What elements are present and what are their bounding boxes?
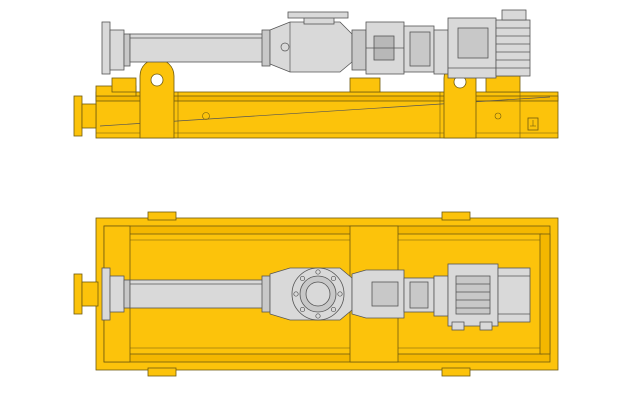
top-lifting-lug [441, 367, 471, 377]
top-lifting-lug [441, 211, 471, 221]
top-pump-assembly [101, 263, 531, 331]
bolt-hole [202, 112, 210, 120]
discharge-flange-round [291, 267, 345, 321]
side-lifting-lug-left [139, 58, 175, 139]
grounding-lug-icon [527, 117, 539, 131]
side-motor-support [485, 75, 521, 93]
side-pump-support [111, 77, 137, 93]
top-lifting-lug [147, 211, 177, 221]
bolt-hole [494, 112, 502, 120]
side-view [73, 9, 559, 139]
top-inlet-flange [73, 273, 99, 315]
side-pump-support [349, 77, 381, 93]
terminal-box [501, 9, 527, 21]
top-view [73, 211, 559, 377]
side-lifting-lug-right [443, 61, 477, 139]
top-lifting-lug [147, 367, 177, 377]
side-pump-assembly [101, 9, 531, 79]
